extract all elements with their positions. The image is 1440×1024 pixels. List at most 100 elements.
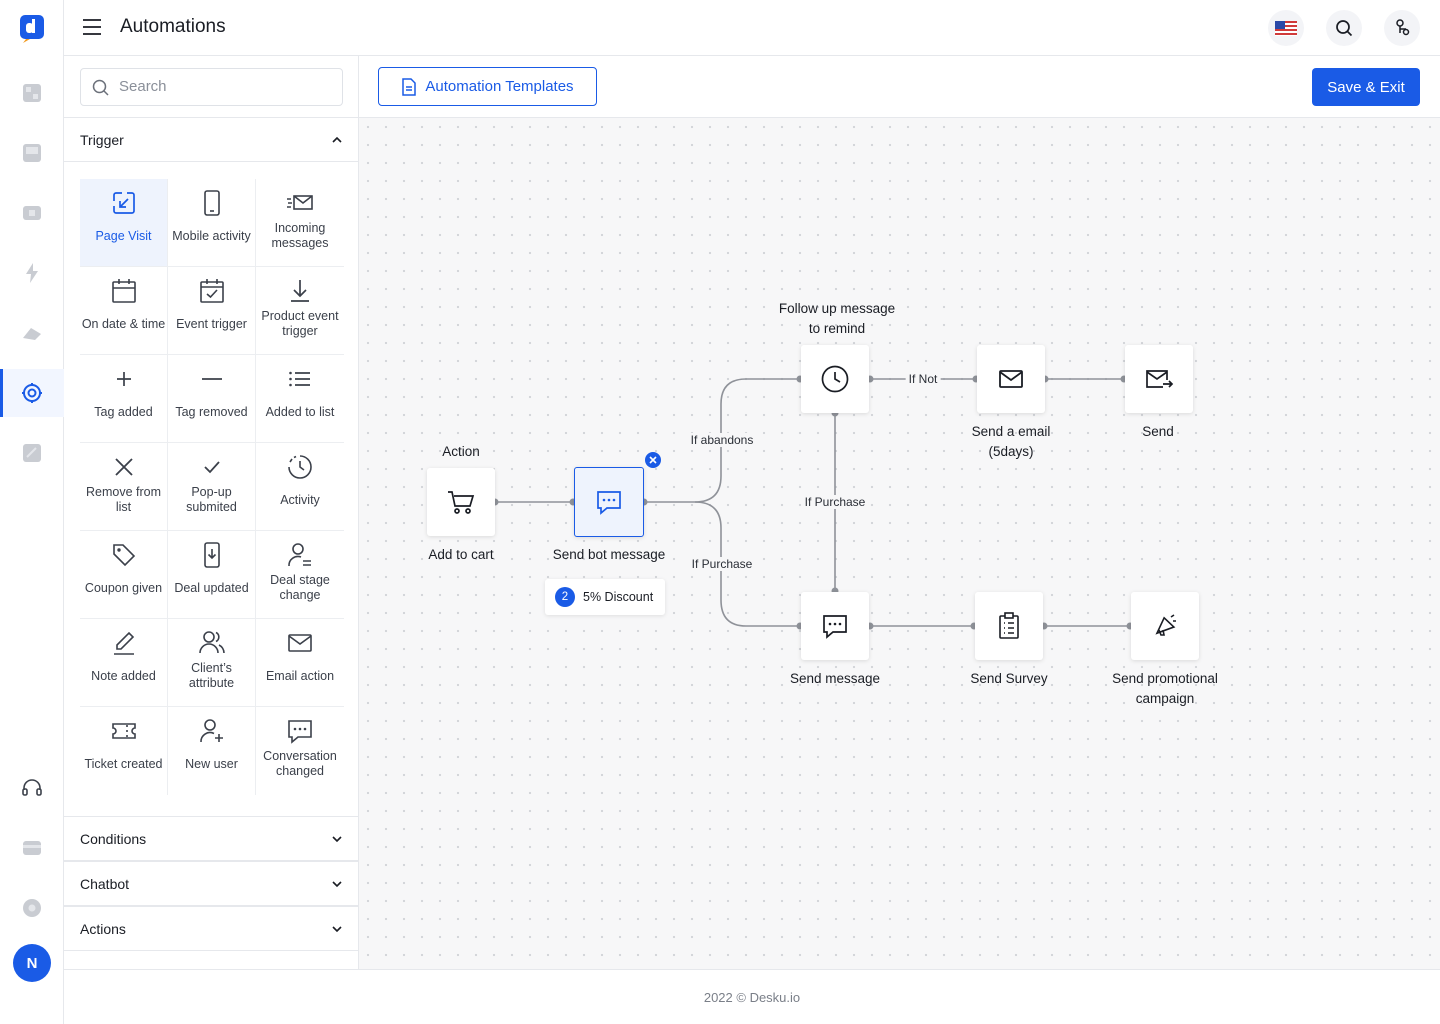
automation-icon[interactable]	[21, 382, 43, 404]
trigger-event[interactable]: Event trigger	[168, 267, 256, 355]
conditions-section-title: Conditions	[80, 830, 147, 847]
ticket-icon	[110, 717, 138, 745]
save-exit-button[interactable]: Save & Exit	[1312, 68, 1420, 106]
us-flag-icon	[1275, 20, 1297, 36]
add-to-cart-node[interactable]	[427, 468, 495, 536]
flow-canvas[interactable]: If abandons If Purchase If Purchase If N…	[359, 118, 1440, 969]
reports-icon[interactable]	[21, 322, 43, 344]
lightning-icon[interactable]	[21, 262, 43, 284]
chevron-down-icon	[331, 880, 343, 888]
send-promotional-label-line1: Send promotional	[1112, 671, 1218, 686]
trigger-added-to-list[interactable]: Added to list	[256, 355, 344, 443]
panel-search	[80, 68, 343, 106]
users-icon	[198, 629, 226, 657]
search-icon	[1335, 19, 1353, 37]
trigger-email-action[interactable]: Email action	[256, 619, 344, 707]
actions-section-title: Actions	[80, 920, 126, 937]
language-button[interactable]	[1268, 10, 1304, 46]
trigger-mobile-activity[interactable]: Mobile activity	[168, 179, 256, 267]
follow-up-node[interactable]	[801, 345, 869, 413]
send-node[interactable]	[1125, 345, 1193, 413]
trigger-note-added[interactable]: Note added	[80, 619, 168, 707]
logo-icon[interactable]	[19, 14, 45, 44]
trigger-clients-attribute[interactable]: Client’s attribute	[168, 619, 256, 707]
edge-label-if-not: If Not	[905, 372, 941, 386]
trigger-deal-stage-change[interactable]: Deal stage change	[256, 531, 344, 619]
chatbot-section-header[interactable]: Chatbot	[64, 861, 359, 906]
chevron-down-icon	[331, 925, 343, 933]
dashboard-icon[interactable]	[21, 82, 43, 104]
megaphone-icon	[1151, 612, 1179, 640]
remove-node-close-icon[interactable]	[645, 452, 661, 468]
header-search-button[interactable]	[1326, 10, 1362, 46]
mail-icon	[286, 629, 314, 657]
trigger-ticket-created[interactable]: Ticket created	[80, 707, 168, 795]
search-icon	[92, 79, 109, 96]
send-email-label-line2: (5days)	[988, 444, 1034, 459]
canvas-toolbar: Automation Templates Save & Exit	[359, 56, 1440, 118]
edge-label-if-purchase-bottom: If Purchase	[688, 557, 756, 571]
trigger-page-visit[interactable]: Page Visit	[80, 179, 168, 267]
send-bot-message-node[interactable]	[574, 467, 644, 537]
inbox-icon[interactable]	[21, 142, 43, 164]
trigger-panel: Trigger Page Visit Mobile activity Incom…	[64, 56, 359, 969]
trigger-tag-added[interactable]: Tag added	[80, 355, 168, 443]
billing-icon[interactable]	[21, 837, 43, 859]
trigger-product-event[interactable]: Product event trigger	[256, 267, 344, 355]
calendar-icon	[110, 277, 138, 305]
clipboard-icon	[996, 611, 1022, 641]
send-bot-message-label: Send bot message	[552, 547, 666, 562]
top-header: Automations	[64, 0, 1440, 56]
list-icon	[286, 365, 314, 393]
deal-icon	[198, 541, 226, 569]
headset-icon[interactable]	[21, 777, 43, 799]
trigger-popup-submitted[interactable]: Pop-up submited	[168, 443, 256, 531]
follow-up-title-line2: to remind	[808, 321, 866, 336]
notes-icon[interactable]	[21, 442, 43, 464]
calendar-check-icon	[198, 277, 226, 305]
automation-templates-label: Automation Templates	[425, 78, 574, 95]
check-icon	[198, 453, 226, 481]
trigger-conversation-changed[interactable]: Conversation changed	[256, 707, 344, 795]
send-email-label: Send a email (5days)	[972, 422, 1051, 462]
send-survey-node[interactable]	[975, 592, 1043, 660]
trigger-incoming-messages[interactable]: Incoming messages	[256, 179, 344, 267]
add-to-cart-title: Action	[442, 444, 480, 459]
trigger-new-user[interactable]: New user	[168, 707, 256, 795]
settings-icon[interactable]	[21, 897, 43, 919]
trigger-section-header[interactable]: Trigger	[64, 117, 359, 162]
conditions-section-header[interactable]: Conditions	[64, 816, 359, 861]
edge-label-if-purchase-top: If Purchase	[801, 495, 869, 509]
footer-copyright: 2022 © Desku.io	[703, 989, 801, 1005]
search-input[interactable]	[119, 78, 329, 95]
user-avatar[interactable]: N	[13, 944, 51, 982]
trigger-deal-updated[interactable]: Deal updated	[168, 531, 256, 619]
automation-templates-button[interactable]: Automation Templates	[378, 67, 597, 106]
user-settings-button[interactable]	[1384, 10, 1420, 46]
trigger-grid: Page Visit Mobile activity Incoming mess…	[80, 179, 344, 795]
send-promotional-label-line2: campaign	[1135, 691, 1195, 706]
discount-chip[interactable]: 2 5% Discount	[545, 579, 666, 615]
trigger-activity[interactable]: Activity	[256, 443, 344, 531]
trigger-tag-removed[interactable]: Tag removed	[168, 355, 256, 443]
send-message-node[interactable]	[801, 592, 869, 660]
page-visit-icon	[110, 189, 138, 217]
trigger-section-title: Trigger	[80, 131, 124, 148]
actions-section-header[interactable]: Actions	[64, 906, 359, 951]
trigger-remove-from-list[interactable]: Remove from list	[80, 443, 168, 531]
footer: 2022 © Desku.io	[64, 969, 1440, 1024]
tickets-icon[interactable]	[21, 202, 43, 224]
discount-count-badge: 2	[555, 587, 575, 607]
tag-icon	[110, 541, 138, 569]
mail-icon	[997, 365, 1025, 393]
user-edit-icon	[286, 541, 314, 569]
send-promotional-node[interactable]	[1131, 592, 1199, 660]
hamburger-menu-icon[interactable]	[83, 19, 101, 35]
chat-bubble-icon	[595, 488, 623, 516]
activity-clock-icon	[286, 453, 314, 481]
trigger-on-date-time[interactable]: On date & time	[80, 267, 168, 355]
incoming-mail-icon	[286, 189, 314, 217]
trigger-coupon-given[interactable]: Coupon given	[80, 531, 168, 619]
send-email-node[interactable]	[977, 345, 1045, 413]
minus-icon	[198, 365, 226, 393]
